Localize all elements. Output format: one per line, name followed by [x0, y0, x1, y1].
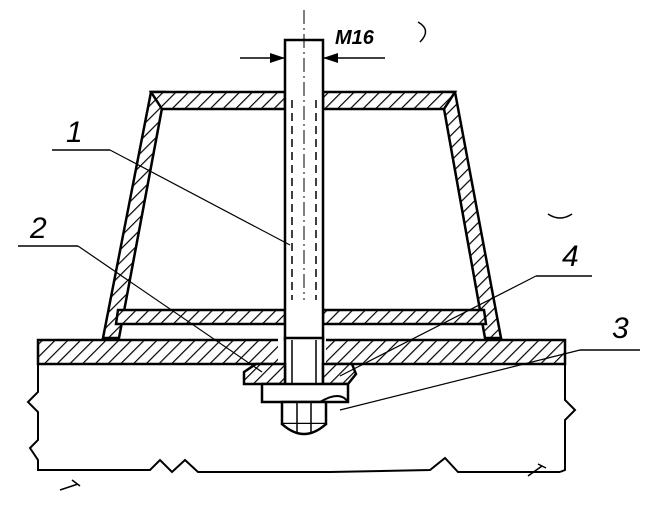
nut: [280, 400, 328, 426]
callout-4: 4: [562, 240, 579, 273]
clamp-left: [242, 362, 287, 386]
dimension-arrow-right: [323, 53, 338, 63]
cone-bottom-plate-left: [114, 308, 287, 326]
cone-top-plate-right: [321, 90, 458, 111]
scribble-mark: [547, 213, 573, 219]
thread-size-label: M16: [335, 27, 375, 49]
leader-line-3: [339, 349, 581, 411]
cone-left-wall: [101, 90, 167, 340]
leader-line-1: [109, 149, 291, 246]
callout-2: 2: [29, 212, 47, 245]
bolt-lower-body: [283, 336, 325, 388]
callout-3: 3: [612, 312, 629, 345]
callout-1: 1: [66, 116, 83, 149]
cone-inner-right: [443, 108, 486, 339]
cone-right-wall: [439, 90, 503, 340]
leader-line-2: [77, 245, 263, 373]
leader-line-4: [339, 275, 537, 377]
scribble-mark: [527, 463, 547, 477]
washer: [260, 382, 350, 404]
cone-inner-left: [118, 108, 163, 339]
scribble-mark: [59, 479, 81, 491]
nut-chamfer: [281, 423, 327, 436]
foundation-outline: [26, 364, 577, 474]
scribble-mark: [417, 21, 427, 43]
washer-curve: [319, 395, 349, 403]
dimension-arrow-left: [270, 53, 285, 63]
cone-bottom-plate-right: [321, 308, 488, 326]
clamp-right: [321, 362, 358, 386]
cone-top-plate-left: [148, 90, 287, 111]
